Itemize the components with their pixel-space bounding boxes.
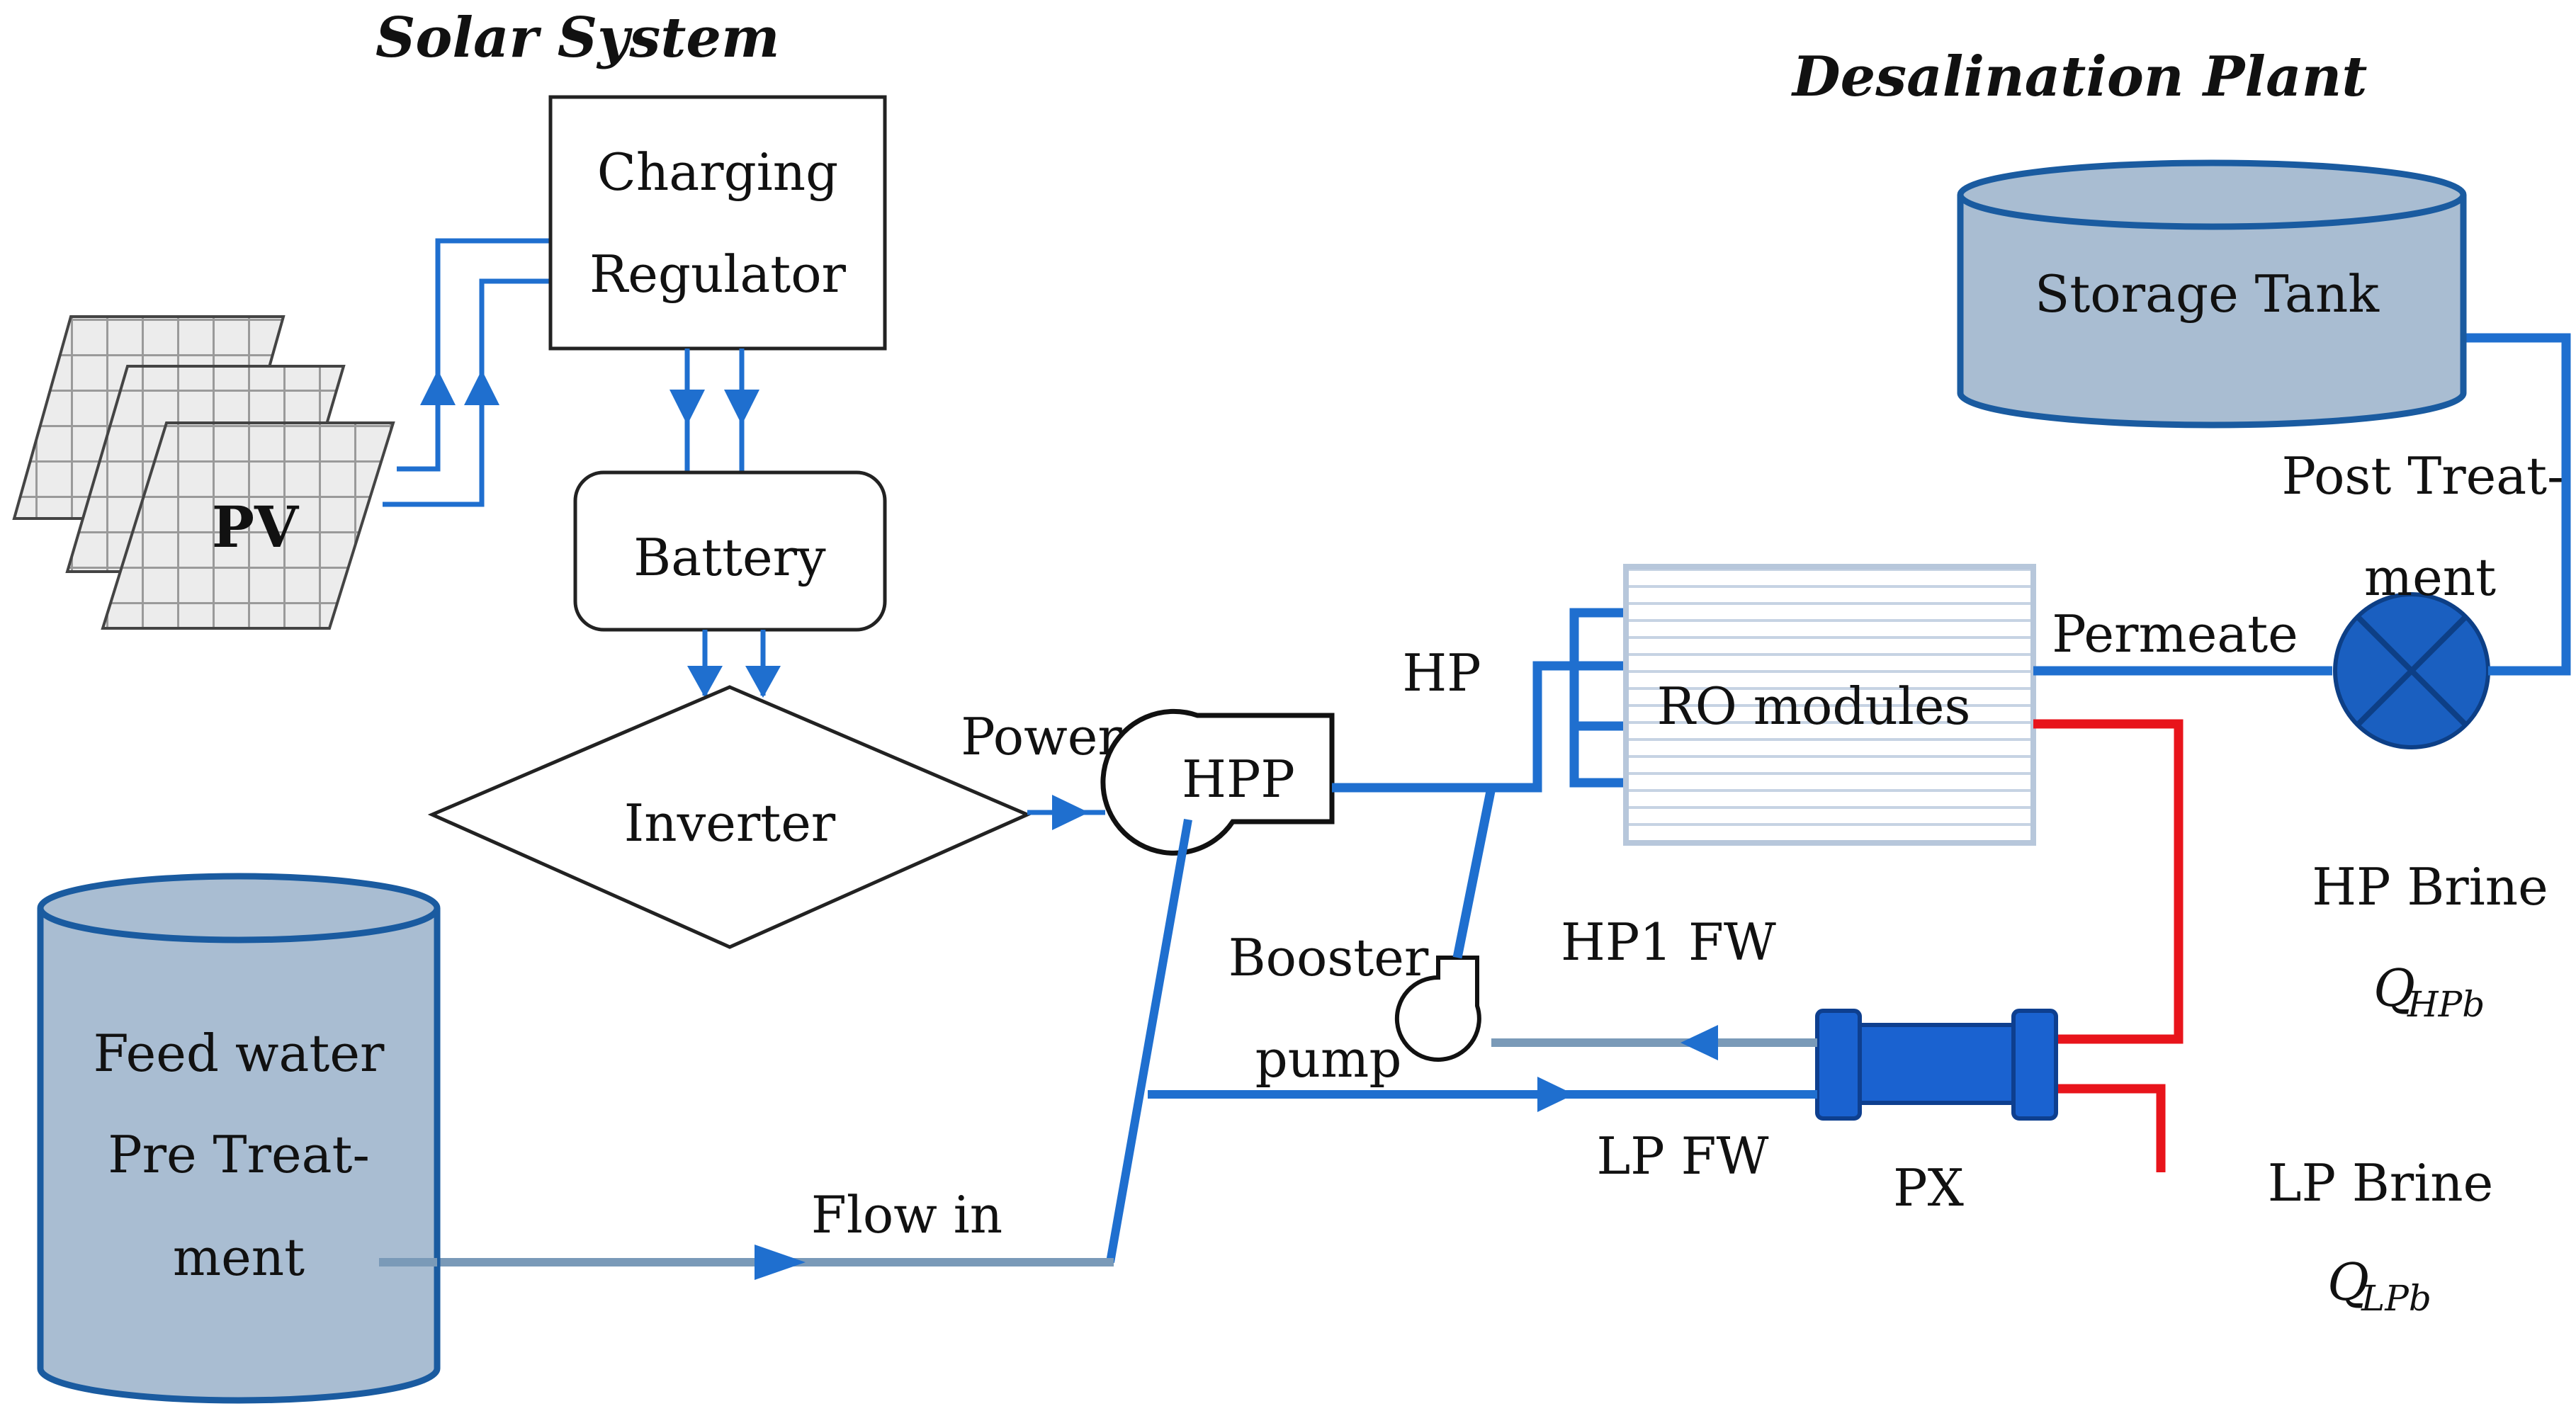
pv-panels: PV — [12, 315, 395, 630]
feed-water-tank: Feed water Pre Treat- ment — [37, 873, 441, 1404]
booster-pump-shape — [1394, 956, 1481, 1062]
storage-pipe — [2458, 333, 2571, 676]
svg-text:LPb: LPb — [2361, 1278, 2431, 1319]
arrow-down-icon — [687, 666, 723, 698]
feed-riser-pipe — [1106, 818, 1192, 1264]
px-exchanger — [1815, 1009, 2058, 1121]
arrow-down-icon — [724, 390, 759, 425]
ro-modules-label: RO modules — [1657, 676, 1971, 736]
hpp-label: HPP — [1182, 749, 1295, 809]
feed-water-label-line2: Pre Treat- — [108, 1125, 370, 1184]
hpp-pump-shape — [1100, 708, 1335, 856]
arrow-right-icon — [1052, 795, 1089, 830]
arrow-up-icon — [464, 370, 499, 405]
ro-modules-box — [1623, 564, 2036, 846]
hp1-fw-label: HP1 FW — [1561, 912, 1776, 972]
lp-fw-label: LP FW — [1596, 1126, 1768, 1186]
arrow-right-icon — [1537, 1077, 1574, 1112]
svg-text:Q: Q — [2373, 958, 2415, 1018]
battery-box — [573, 470, 887, 632]
svg-text:Q: Q — [2327, 1252, 2369, 1312]
px-label: PX — [1893, 1158, 1964, 1218]
booster-label-line1: Booster — [1228, 928, 1429, 987]
booster-to-hp-pipe — [1452, 786, 1496, 959]
regulator-to-battery-lines — [684, 348, 745, 472]
post-treatment-label-line2: ment — [2364, 548, 2496, 607]
desalination-plant-header: Desalination Plant — [1791, 45, 2367, 109]
brine-lines — [2033, 719, 2184, 1172]
arrow-up-icon — [420, 370, 456, 405]
svg-text:HPb: HPb — [2407, 984, 2485, 1025]
charging-regulator-box — [548, 95, 887, 351]
q-hpb-symbol: Q HPb — [2373, 958, 2485, 1025]
battery-label: Battery — [633, 528, 826, 587]
hp-brine-label: HP Brine — [2312, 857, 2548, 917]
charging-regulator-line2: Regulator — [589, 244, 847, 304]
flow-in-label: Flow in — [811, 1185, 1002, 1245]
arrow-down-icon — [670, 390, 705, 425]
q-lpb-symbol: Q LPb — [2327, 1252, 2431, 1319]
arrow-down-icon — [745, 666, 781, 698]
arrow-left-icon — [1680, 1025, 1718, 1060]
hp-label: HP — [1402, 643, 1481, 703]
booster-label-line2: pump — [1255, 1029, 1402, 1089]
post-treatment-label-line1: Post Treat- — [2282, 446, 2565, 506]
inverter-label: Inverter — [624, 793, 836, 853]
storage-tank-label: Storage Tank — [2035, 264, 2380, 324]
feed-water-label-line3: ment — [173, 1228, 305, 1287]
valve-cross-icon — [2356, 615, 2468, 727]
arrow-right-icon — [755, 1245, 806, 1280]
pv-panel-front — [101, 421, 395, 630]
charging-regulator-line1: Charging — [597, 142, 838, 202]
power-label: Power — [961, 707, 1122, 766]
permeate-label: Permeate — [2052, 604, 2298, 664]
solar-system-header: Solar System — [375, 6, 780, 70]
lp-brine-label: LP Brine — [2268, 1153, 2493, 1213]
battery-to-inverter-lines — [702, 630, 766, 696]
inverter-shape — [427, 685, 1032, 949]
hp-pipe — [1332, 608, 1626, 793]
pv-label: PV — [212, 494, 300, 560]
storage-tank: Storage Tank — [1957, 159, 2467, 429]
feed-water-label-line1: Feed water — [94, 1024, 385, 1083]
pv-to-regulator-lines — [383, 238, 553, 507]
